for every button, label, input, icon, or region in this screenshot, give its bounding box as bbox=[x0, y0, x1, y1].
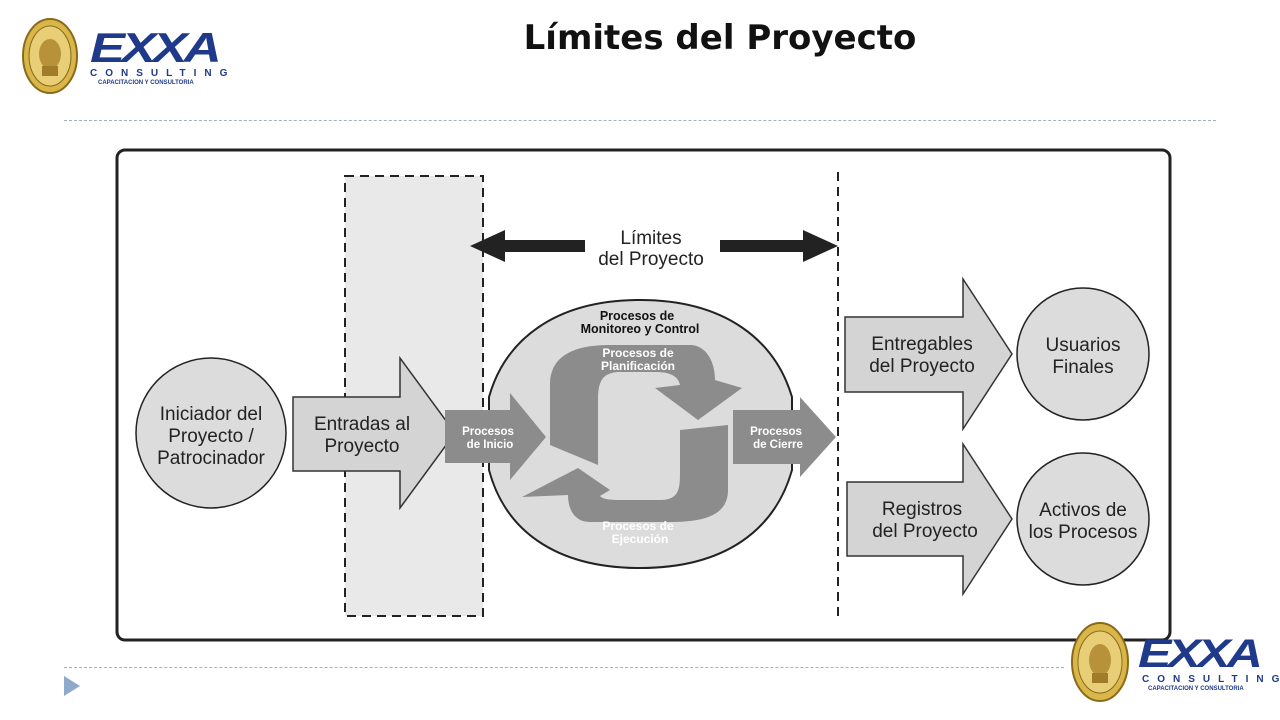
initiator-line2: Proyecto / bbox=[168, 426, 254, 447]
executing-line2: Ejecución bbox=[612, 532, 669, 546]
initiating-line1: Procesos bbox=[462, 426, 514, 438]
assets-line1: Activos de bbox=[1039, 500, 1127, 521]
initiator-line1: Iniciador del bbox=[160, 404, 262, 425]
end-users-circle bbox=[1016, 287, 1150, 421]
initiator-line3: Patrocinador bbox=[157, 448, 265, 469]
closing-line1: Procesos bbox=[750, 426, 802, 438]
planning-line1: Procesos de bbox=[602, 346, 674, 360]
initiating-arrow bbox=[445, 393, 546, 480]
top-divider bbox=[64, 120, 1216, 121]
boundary-arrows bbox=[470, 230, 838, 262]
footer-logo-tagline: CAPACITACION Y CONSULTORIA bbox=[1148, 686, 1244, 692]
closing-line2: de Cierre bbox=[753, 439, 803, 451]
logo-tagline: CAPACITACION Y CONSULTORIA bbox=[98, 80, 194, 86]
logo-brand: EXXA bbox=[90, 24, 222, 71]
bottom-divider bbox=[64, 667, 1064, 668]
records-line2: del Proyecto bbox=[872, 521, 978, 542]
inputs-line1: Entradas al bbox=[314, 414, 410, 435]
records-arrow bbox=[846, 441, 1013, 597]
planning-line2: Planificación bbox=[601, 359, 675, 373]
page-title: Límites del Proyecto bbox=[523, 18, 917, 58]
inputs-arrow bbox=[292, 355, 456, 511]
executing-line1: Procesos de bbox=[602, 519, 674, 533]
monitoring-line1: Procesos de bbox=[600, 309, 674, 323]
planning-arrow bbox=[550, 345, 742, 465]
initiating-line2: de Inicio bbox=[467, 439, 514, 451]
footer-logo-brand: EXXA bbox=[1138, 632, 1263, 676]
end-users-line1: Usuarios bbox=[1046, 335, 1121, 356]
boundary-label-line2: del Proyecto bbox=[598, 249, 704, 270]
deliverables-line1: Entregables bbox=[871, 334, 972, 355]
deliverables-line2: del Proyecto bbox=[869, 356, 975, 377]
deliverables-arrow bbox=[844, 276, 1013, 432]
footer-logo-subtitle: CONSULTING bbox=[1142, 674, 1280, 685]
inputs-line2: Proyecto bbox=[325, 436, 400, 457]
footer-logo: EXXA CONSULTING CAPACITACION Y CONSULTOR… bbox=[1068, 620, 1279, 705]
header-logo: EXXA CONSULTING CAPACITACION Y CONSULTOR… bbox=[20, 16, 227, 96]
initiator-circle bbox=[135, 357, 287, 509]
end-users-line2: Finales bbox=[1052, 357, 1113, 378]
executing-arrow bbox=[522, 425, 728, 522]
process-assets-circle bbox=[1016, 452, 1150, 586]
university-seal-icon bbox=[22, 18, 78, 94]
assets-line2: los Procesos bbox=[1029, 522, 1138, 543]
closing-arrow bbox=[733, 397, 836, 477]
university-seal-icon bbox=[1071, 622, 1129, 702]
monitoring-line2: Monitoreo y Control bbox=[581, 322, 700, 336]
boundary-label-line1: Límites bbox=[620, 228, 681, 249]
records-line1: Registros bbox=[882, 499, 962, 520]
logo-subtitle: CONSULTING bbox=[90, 68, 236, 79]
play-triangle-icon[interactable] bbox=[64, 676, 80, 696]
